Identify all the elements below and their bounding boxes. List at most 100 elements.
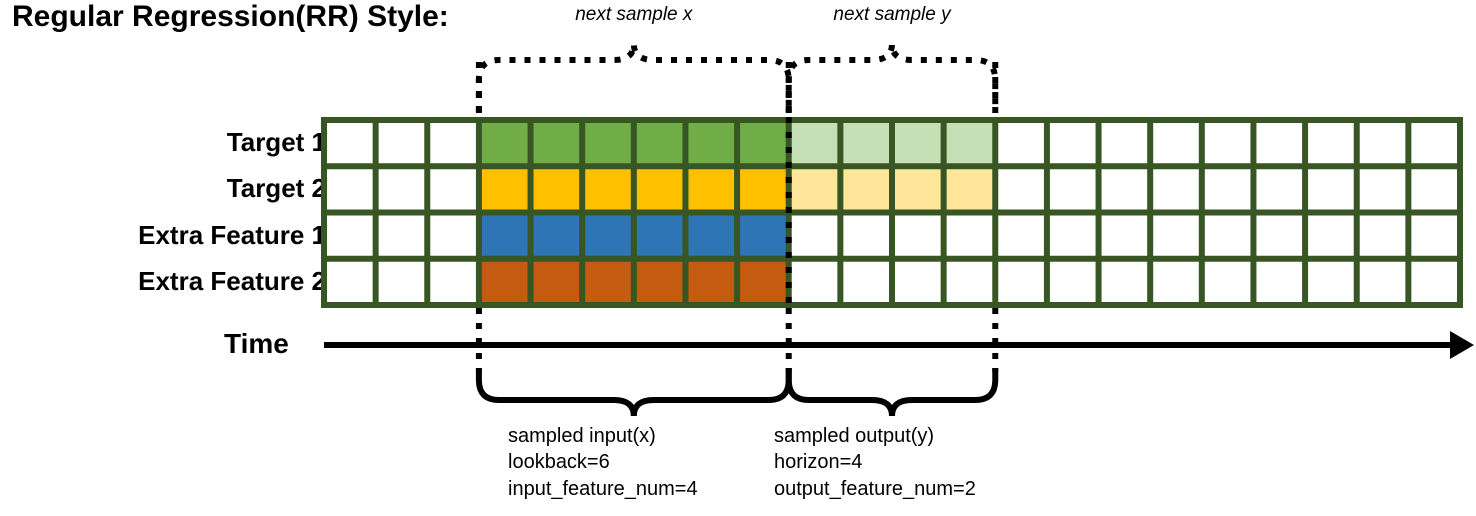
sampled-output-line-1: sampled output(y) (774, 425, 935, 447)
grid-cell-target-1-5 (533, 123, 580, 164)
grid-cell-target-1-6 (585, 123, 631, 164)
page-title: Regular Regression(RR) Style: (12, 0, 449, 33)
grid-cell-target-2-20 (1308, 169, 1354, 210)
grid-cell-extra-feature-2-14 (998, 261, 1044, 302)
grid-cell-extra-feature-1-17 (1153, 215, 1199, 256)
grid-cell-extra-feature-2-5 (533, 261, 580, 302)
grid-cell-target-1-14 (998, 123, 1044, 164)
grid-cell-target-2-13 (946, 169, 993, 210)
sampled-input-line-2: lookback=6 (508, 451, 610, 474)
grid-cell-extra-feature-2-4 (481, 261, 528, 302)
grid-cell-extra-feature-1-20 (1308, 215, 1354, 256)
grid-cell-extra-feature-2-12 (895, 261, 941, 302)
grid-cell-extra-feature-2-8 (688, 261, 735, 302)
grid-cell-extra-feature-1-15 (1049, 215, 1096, 256)
grid-cell-extra-feature-1-13 (946, 215, 993, 256)
grid-cell-target-1-15 (1049, 123, 1096, 164)
grid-cell-extra-feature-1-12 (895, 215, 941, 256)
grid-cell-target-1-10 (791, 123, 838, 164)
grid-cell-target-1-12 (895, 123, 941, 164)
row-label-extra-feature-2: Extra Feature 2 (138, 265, 326, 296)
sampled-output-line-2: horizon=4 (774, 451, 863, 474)
grid-cell-target-2-7 (636, 169, 683, 210)
grid-cell-extra-feature-1-4 (481, 215, 528, 256)
grid-cell-target-1-21 (1359, 123, 1406, 164)
grid-cell-target-1-3 (430, 123, 476, 164)
sampled-input-caption: sampled input(x) lookback=6 input_featur… (508, 423, 698, 502)
grid-cell-target-2-17 (1153, 169, 1199, 210)
grid-cell-target-2-11 (843, 169, 889, 210)
grid-cell-extra-feature-2-15 (1049, 261, 1096, 302)
brace-next-sample-y (785, 43, 999, 112)
grid-cell-extra-feature-1-9 (740, 215, 786, 256)
grid-cell-extra-feature-1-2 (378, 215, 425, 256)
grid-cell-target-2-5 (533, 169, 580, 210)
grid-cell-target-1-18 (1204, 123, 1251, 164)
brace-sampled-input (475, 368, 792, 417)
grid-cell-extra-feature-2-10 (791, 261, 838, 302)
grid-cell-extra-feature-2-22 (1411, 261, 1457, 302)
grid-cell-target-1-16 (1101, 123, 1148, 164)
grid-cell-target-1-20 (1308, 123, 1354, 164)
grid-cell-extra-feature-1-10 (791, 215, 838, 256)
grid-cell-extra-feature-2-6 (585, 261, 631, 302)
grid-cell-target-2-12 (895, 169, 941, 210)
time-axis-label: Time (224, 328, 289, 359)
brace-group (475, 43, 999, 417)
grid-cell-extra-feature-1-3 (430, 215, 476, 256)
grid-cell-target-1-2 (378, 123, 425, 164)
grid-cell-extra-feature-1-11 (843, 215, 889, 256)
grid-cell-target-1-19 (1256, 123, 1303, 164)
grid-cell-extra-feature-2-11 (843, 261, 889, 302)
grid-cell-extra-feature-1-7 (636, 215, 683, 256)
grid-cell-target-2-1 (327, 169, 373, 210)
sampled-output-line-3: output_feature_num=2 (774, 477, 976, 500)
grid-cell-extra-feature-2-1 (327, 261, 373, 302)
grid-cell-target-2-16 (1101, 169, 1148, 210)
grid-cell-target-1-17 (1153, 123, 1199, 164)
brace-sampled-output (785, 368, 999, 417)
grid-cell-target-2-19 (1256, 169, 1303, 210)
next-sample-y-label: next sample y (833, 4, 951, 25)
grid-cell-extra-feature-1-16 (1101, 215, 1148, 256)
grid-cell-target-2-4 (481, 169, 528, 210)
grid-cell-extra-feature-1-1 (327, 215, 373, 256)
grid-cell-target-2-14 (998, 169, 1044, 210)
grid-cell-extra-feature-1-14 (998, 215, 1044, 256)
grid-cell-target-2-9 (740, 169, 786, 210)
grid-cell-extra-feature-1-5 (533, 215, 580, 256)
grid-cell-extra-feature-1-8 (688, 215, 735, 256)
grid-cell-extra-feature-2-20 (1308, 261, 1354, 302)
grid-cell-extra-feature-2-21 (1359, 261, 1406, 302)
grid-cell-target-1-8 (688, 123, 735, 164)
next-sample-x-label: next sample x (575, 4, 693, 25)
grid-cell-target-2-22 (1411, 169, 1457, 210)
grid-cell-target-2-6 (585, 169, 631, 210)
grid-cell-target-1-11 (843, 123, 889, 164)
grid-cell-target-1-13 (946, 123, 993, 164)
grid-cell-extra-feature-1-22 (1411, 215, 1457, 256)
grid-cell-extra-feature-2-17 (1153, 261, 1199, 302)
grid-cell-target-2-15 (1049, 169, 1096, 210)
grid-cell-extra-feature-1-21 (1359, 215, 1406, 256)
grid-cell-extra-feature-2-16 (1101, 261, 1148, 302)
grid-cell-extra-feature-2-13 (946, 261, 993, 302)
row-label-target-2: Target 2 (226, 173, 326, 204)
sampled-output-caption: sampled output(y) horizon=4 output_featu… (774, 423, 976, 502)
sampled-input-line-3: input_feature_num=4 (508, 477, 698, 500)
grid-cell-extra-feature-1-19 (1256, 215, 1303, 256)
grid-cell-target-2-21 (1359, 169, 1406, 210)
grid-cell-target-1-22 (1411, 123, 1457, 164)
time-axis (324, 331, 1474, 359)
grid-cell-extra-feature-2-2 (378, 261, 425, 302)
grid-cell-target-2-10 (791, 169, 838, 210)
grid-cell-extra-feature-2-9 (740, 261, 786, 302)
grid-cell-extra-feature-2-18 (1204, 261, 1251, 302)
grid-cell-target-1-1 (327, 123, 373, 164)
grid-cell-target-2-2 (378, 169, 425, 210)
grid-cell-target-1-7 (636, 123, 683, 164)
grid-cell-extra-feature-2-19 (1256, 261, 1303, 302)
grid-cell-extra-feature-1-6 (585, 215, 631, 256)
